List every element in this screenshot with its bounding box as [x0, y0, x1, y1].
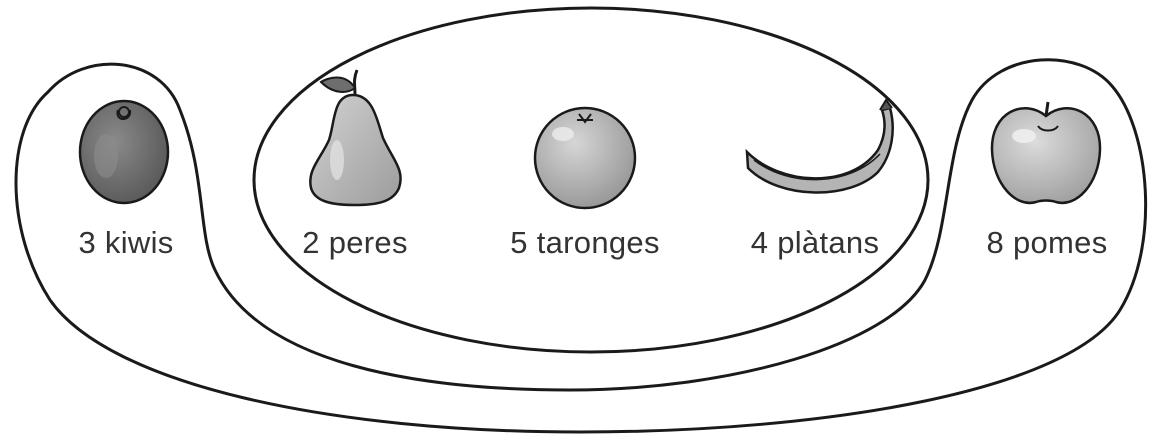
label-kiwis: 3 kiwis — [78, 225, 174, 260]
apple-icon — [990, 101, 1102, 205]
label-platans: 4 plàtans — [750, 225, 880, 260]
kiwi-icon — [78, 99, 170, 205]
label-taronges: 5 taronges — [510, 225, 660, 260]
outer-group-outline — [14, 58, 1148, 434]
label-pomes: 8 pomes — [986, 225, 1108, 260]
inner-group-outline — [252, 6, 930, 354]
banana-icon — [745, 98, 894, 194]
orange-icon — [533, 106, 637, 210]
label-peres: 2 peres — [302, 225, 408, 260]
pear-icon — [309, 69, 402, 207]
